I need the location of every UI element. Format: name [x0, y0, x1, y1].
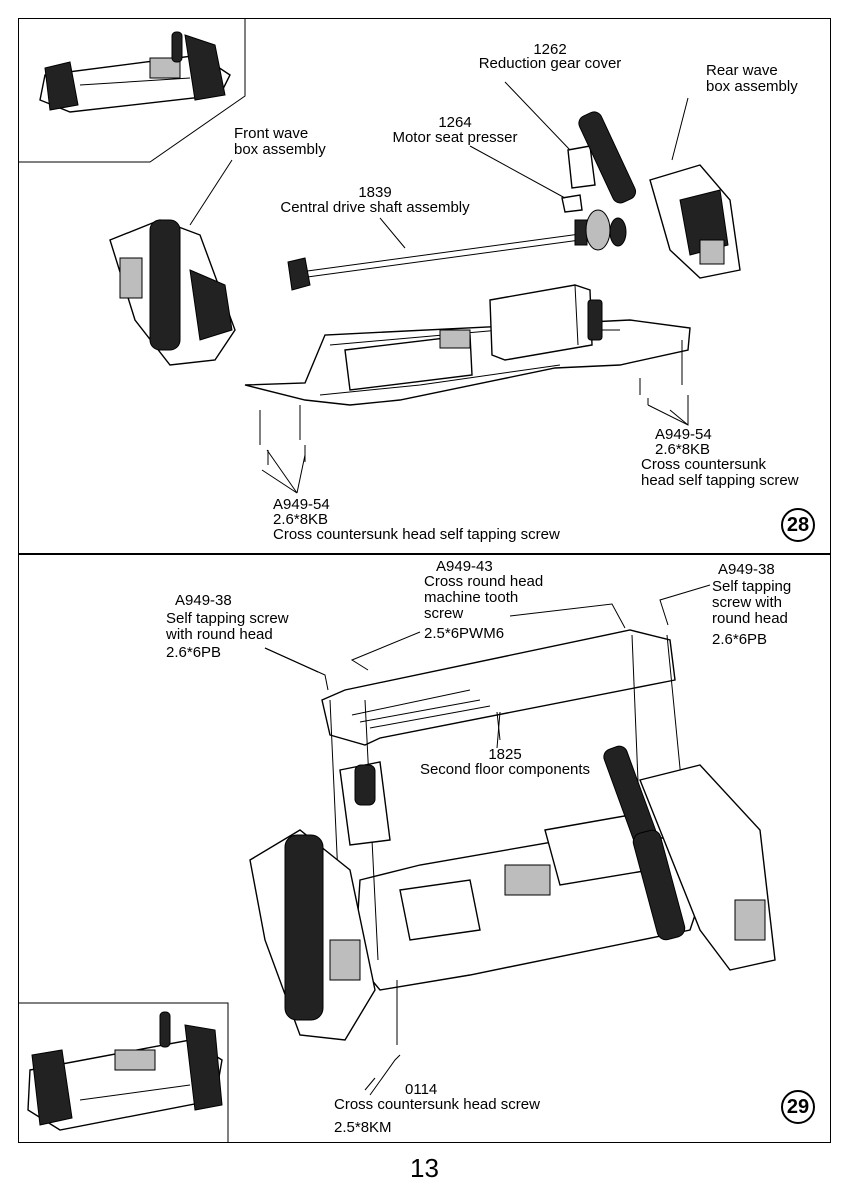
screw-middle-size-29: 2.5*6PWM6 — [424, 625, 505, 642]
motor-seat-presser-code: 1264 — [438, 114, 472, 131]
screw-right-label-29: Self tapping screw with round head — [712, 578, 792, 627]
bottom-screw-code: 0114 — [405, 1081, 438, 1098]
screw-left-size: 2.6*8KB — [273, 511, 329, 528]
screw-right-size: 2.6*8KB — [655, 441, 711, 458]
reduction-gear-cover-label: Reduction gear cover — [478, 55, 622, 72]
bottom-screw-size: 2.5*8KM — [334, 1119, 392, 1136]
step-28-panel — [18, 18, 831, 555]
bottom-screw-label: Cross countersunk head screw — [334, 1096, 540, 1113]
screw-left-label-29: Self tapping screw with round head — [166, 610, 289, 643]
step-28-overview-inset — [19, 19, 246, 163]
second-floor-code: 1825 — [488, 746, 522, 763]
step-29-panel — [18, 553, 831, 1143]
screw-right-label: Cross countersunk head self tapping scre… — [641, 456, 799, 489]
screw-middle-label-29: Cross round head machine tooth screw — [424, 573, 544, 622]
screw-left-code: A949-54 — [273, 496, 330, 513]
rear-wave-box-label: Rear wave box assembly — [706, 62, 798, 95]
screw-right-size-29: 2.6*6PB — [712, 631, 768, 648]
step-28-chassis-drawing — [109, 81, 741, 494]
step-28-number: 28 — [781, 508, 815, 542]
central-drive-shaft-code: 1839 — [358, 184, 392, 201]
page-number: 13 — [410, 1153, 439, 1183]
screw-left-code-29: A949-38 — [175, 592, 232, 609]
motor-seat-presser-label: Motor seat presser — [392, 129, 518, 146]
central-drive-shaft-label: Central drive shaft assembly — [280, 199, 470, 216]
screw-right-code: A949-54 — [655, 426, 712, 443]
step-29-number: 29 — [781, 1090, 815, 1124]
reduction-gear-cover-code: 1262 — [533, 41, 567, 58]
screw-right-code-29: A949-38 — [718, 561, 775, 578]
second-floor-label: Second floor components — [419, 761, 591, 778]
step-29-chassis-drawing — [249, 584, 776, 1096]
front-wave-box-label: Front wave box assembly — [234, 125, 326, 158]
screw-left-label: Cross countersunk head self tapping scre… — [273, 526, 560, 543]
screw-left-size-29: 2.6*6PB — [166, 644, 222, 661]
screw-middle-code-29: A949-43 — [436, 558, 493, 575]
step-29-overview-inset — [19, 1002, 229, 1142]
